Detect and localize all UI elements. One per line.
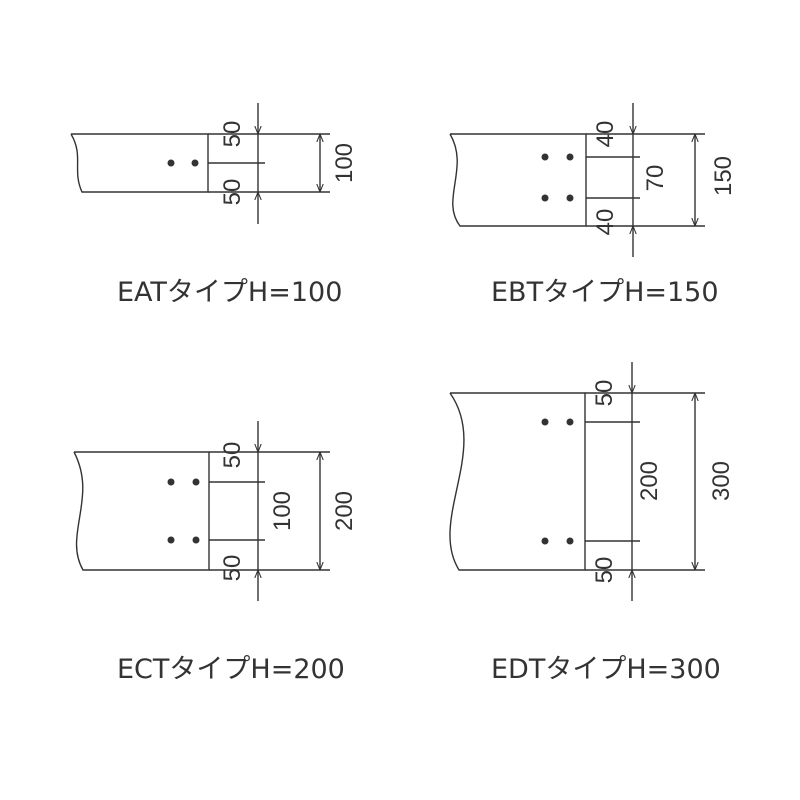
beam-profile-ect bbox=[73, 451, 210, 571]
panel-eat bbox=[70, 103, 330, 224]
beam-profile-ebt bbox=[449, 133, 587, 227]
dim-eat-bottom: 50 bbox=[219, 179, 246, 206]
caption-ebt: EBTタイプH=150 bbox=[491, 277, 719, 308]
dim-ebt-overall: 150 bbox=[710, 156, 737, 196]
dim-edt-middle: 200 bbox=[636, 461, 663, 501]
dim-ebt-bottom: 40 bbox=[592, 209, 619, 236]
dim-ect-top: 50 bbox=[219, 442, 246, 469]
bolt-holes-ebt bbox=[541, 153, 574, 202]
dim-eat-overall: 100 bbox=[331, 143, 358, 183]
caption-eat: EATタイプH=100 bbox=[117, 277, 343, 308]
dim-edt-bottom: 50 bbox=[591, 557, 618, 584]
dim-ect-bottom: 50 bbox=[219, 555, 246, 582]
dim-edt-top: 50 bbox=[591, 380, 618, 407]
dim-ebt-top: 40 bbox=[592, 121, 619, 148]
beam-profile-edt bbox=[449, 392, 586, 571]
dim-ebt-middle: 70 bbox=[642, 165, 669, 192]
caption-ect: ECTタイプH=200 bbox=[117, 654, 345, 685]
caption-edt: EDTタイプH=300 bbox=[491, 654, 721, 685]
dim-eat-top: 50 bbox=[219, 121, 246, 148]
dim-edt-overall: 300 bbox=[708, 461, 735, 501]
dim-ect-overall: 200 bbox=[331, 491, 358, 531]
bolt-holes-edt bbox=[541, 418, 574, 545]
panel-edt bbox=[449, 362, 705, 601]
panel-ebt bbox=[449, 103, 705, 257]
panel-ect bbox=[73, 421, 330, 601]
bolt-holes-ect bbox=[167, 478, 200, 544]
dim-ect-middle: 100 bbox=[269, 491, 296, 531]
beam-profile-eat bbox=[70, 133, 209, 193]
bolt-holes-eat bbox=[167, 159, 199, 167]
